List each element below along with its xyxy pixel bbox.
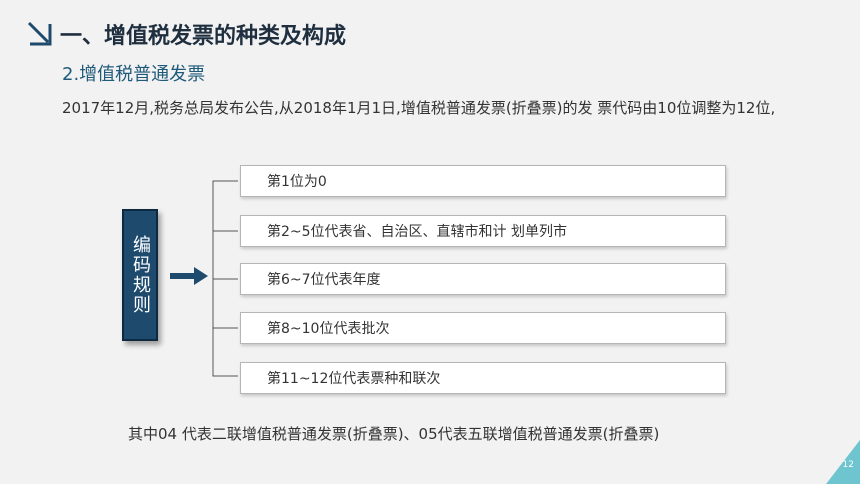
arrow-right-icon [170, 267, 208, 285]
rule-item: 第8~10位代表批次 [240, 312, 726, 344]
page-number: 12 [842, 460, 854, 470]
encoding-rule-box: 编码规则 [122, 209, 158, 341]
page-title: 一、增值税发票的种类及构成 [60, 24, 347, 49]
rule-item: 第2~5位代表省、自治区、直辖市和计 划单列市 [240, 215, 726, 247]
arrow-down-right-icon [27, 21, 52, 46]
section-subtitle: 2.增值税普通发票 [62, 64, 206, 85]
footer-note: 其中04 代表二联增值税普通发票(折叠票)、05代表五联增值税普通发票(折叠票) [128, 425, 660, 443]
rule-item: 第6~7位代表年度 [240, 263, 726, 295]
intro-paragraph: 2017年12月,税务总局发布公告,从2018年1月1日,增值税普通发票(折叠票… [62, 99, 776, 117]
rule-item: 第1位为0 [240, 165, 726, 197]
encoding-rule-label: 编码规则 [130, 235, 151, 315]
rule-item: 第11~12位代表票种和联次 [240, 362, 726, 394]
